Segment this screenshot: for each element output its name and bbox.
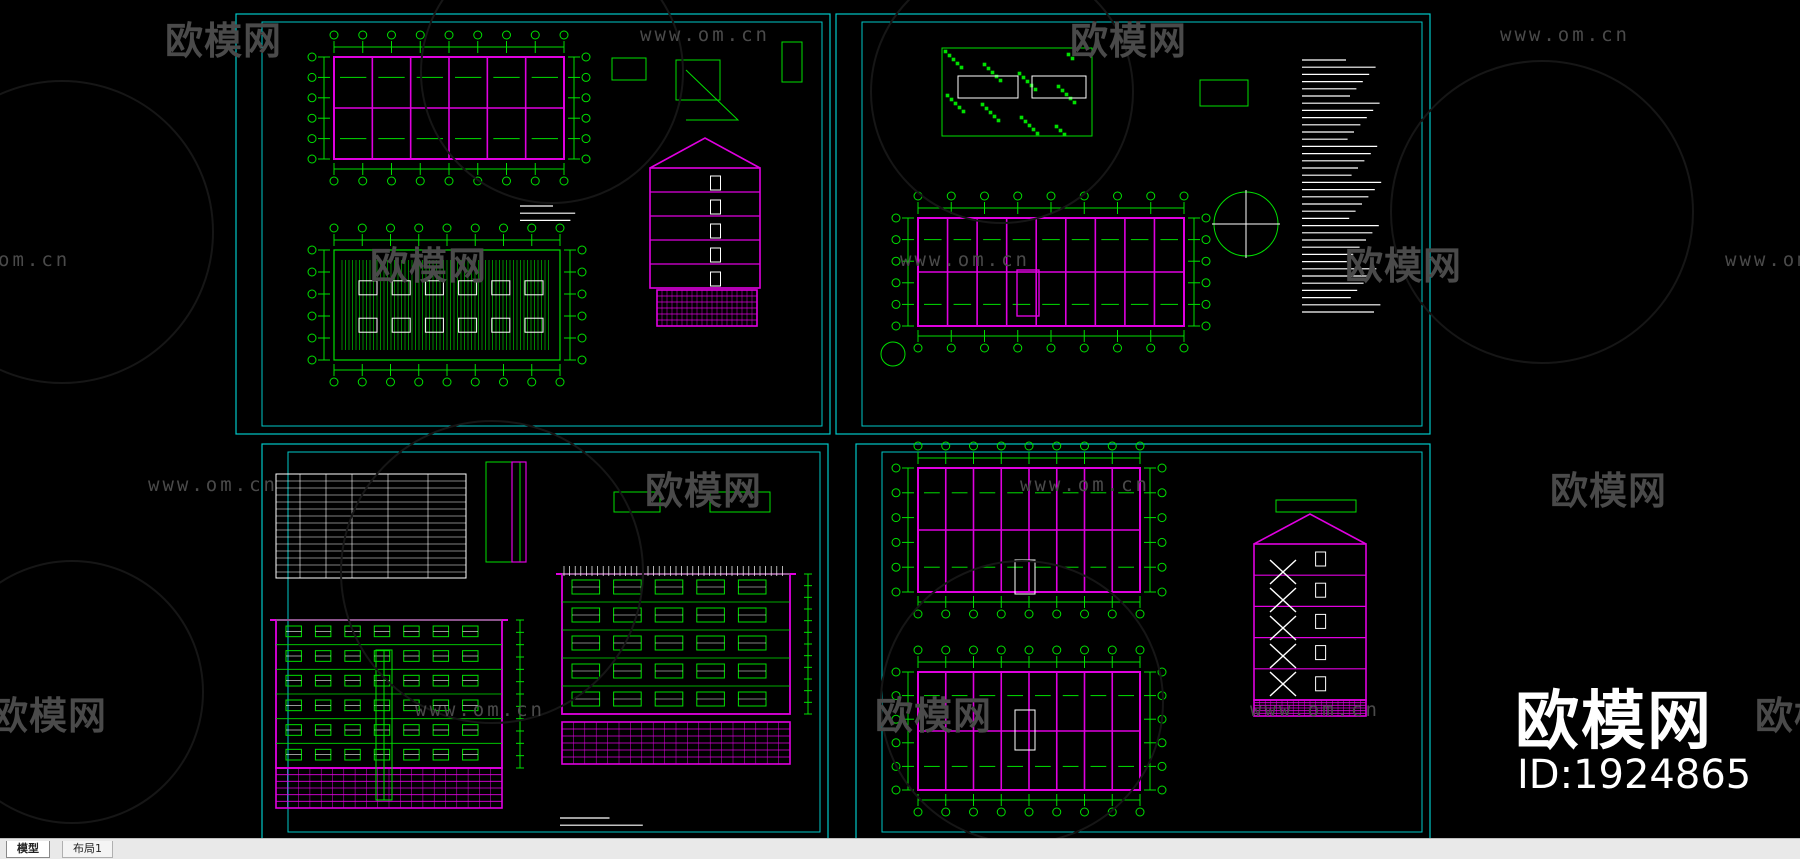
tab-layout1[interactable]: 布局1 [62, 841, 113, 858]
watermark-url: www.om.cn [900, 249, 1030, 271]
watermark-logo: 欧模网 [1070, 19, 1188, 63]
watermark-logo: 欧模网 [370, 244, 488, 288]
watermark-ring [340, 420, 644, 724]
watermark-logo: 欧模网 [1550, 469, 1668, 513]
watermark-url: www.om.cn [1500, 24, 1630, 46]
watermark-logo: 欧模网 [645, 469, 763, 513]
watermark-logo: 欧模网 [875, 694, 993, 738]
brand-watermark-large: 欧模网 [1515, 685, 1713, 759]
watermark-logo: 欧模网 [1755, 694, 1800, 738]
watermark-url: www.om.cn [415, 699, 545, 721]
watermark-url: om.cn [0, 249, 71, 271]
watermark-logo: 欧模网 [165, 19, 283, 63]
watermark-logo: 欧模网 [0, 694, 108, 738]
watermark-ring [1390, 60, 1694, 364]
layout-tab-bar: 模型 布局1 [0, 838, 1800, 859]
asset-id-label: ID:1924865 [1517, 752, 1752, 798]
watermark-url: www.om.cn [148, 474, 278, 496]
tab-model[interactable]: 模型 [6, 841, 50, 858]
cad-model-viewport[interactable]: 欧模网 欧模网 欧模网 欧模网 欧模网 欧模网 欧模网 欧模网 欧模网 www.… [0, 0, 1800, 838]
watermark-url: www.om.cn [640, 24, 770, 46]
watermark-url: www.om.cn [1020, 474, 1150, 496]
watermark-logo: 欧模网 [1345, 244, 1463, 288]
watermark-url: www.om.cn [1250, 699, 1380, 721]
watermark-ring [880, 560, 1164, 838]
watermark-url: www.om.cn [1725, 249, 1800, 271]
